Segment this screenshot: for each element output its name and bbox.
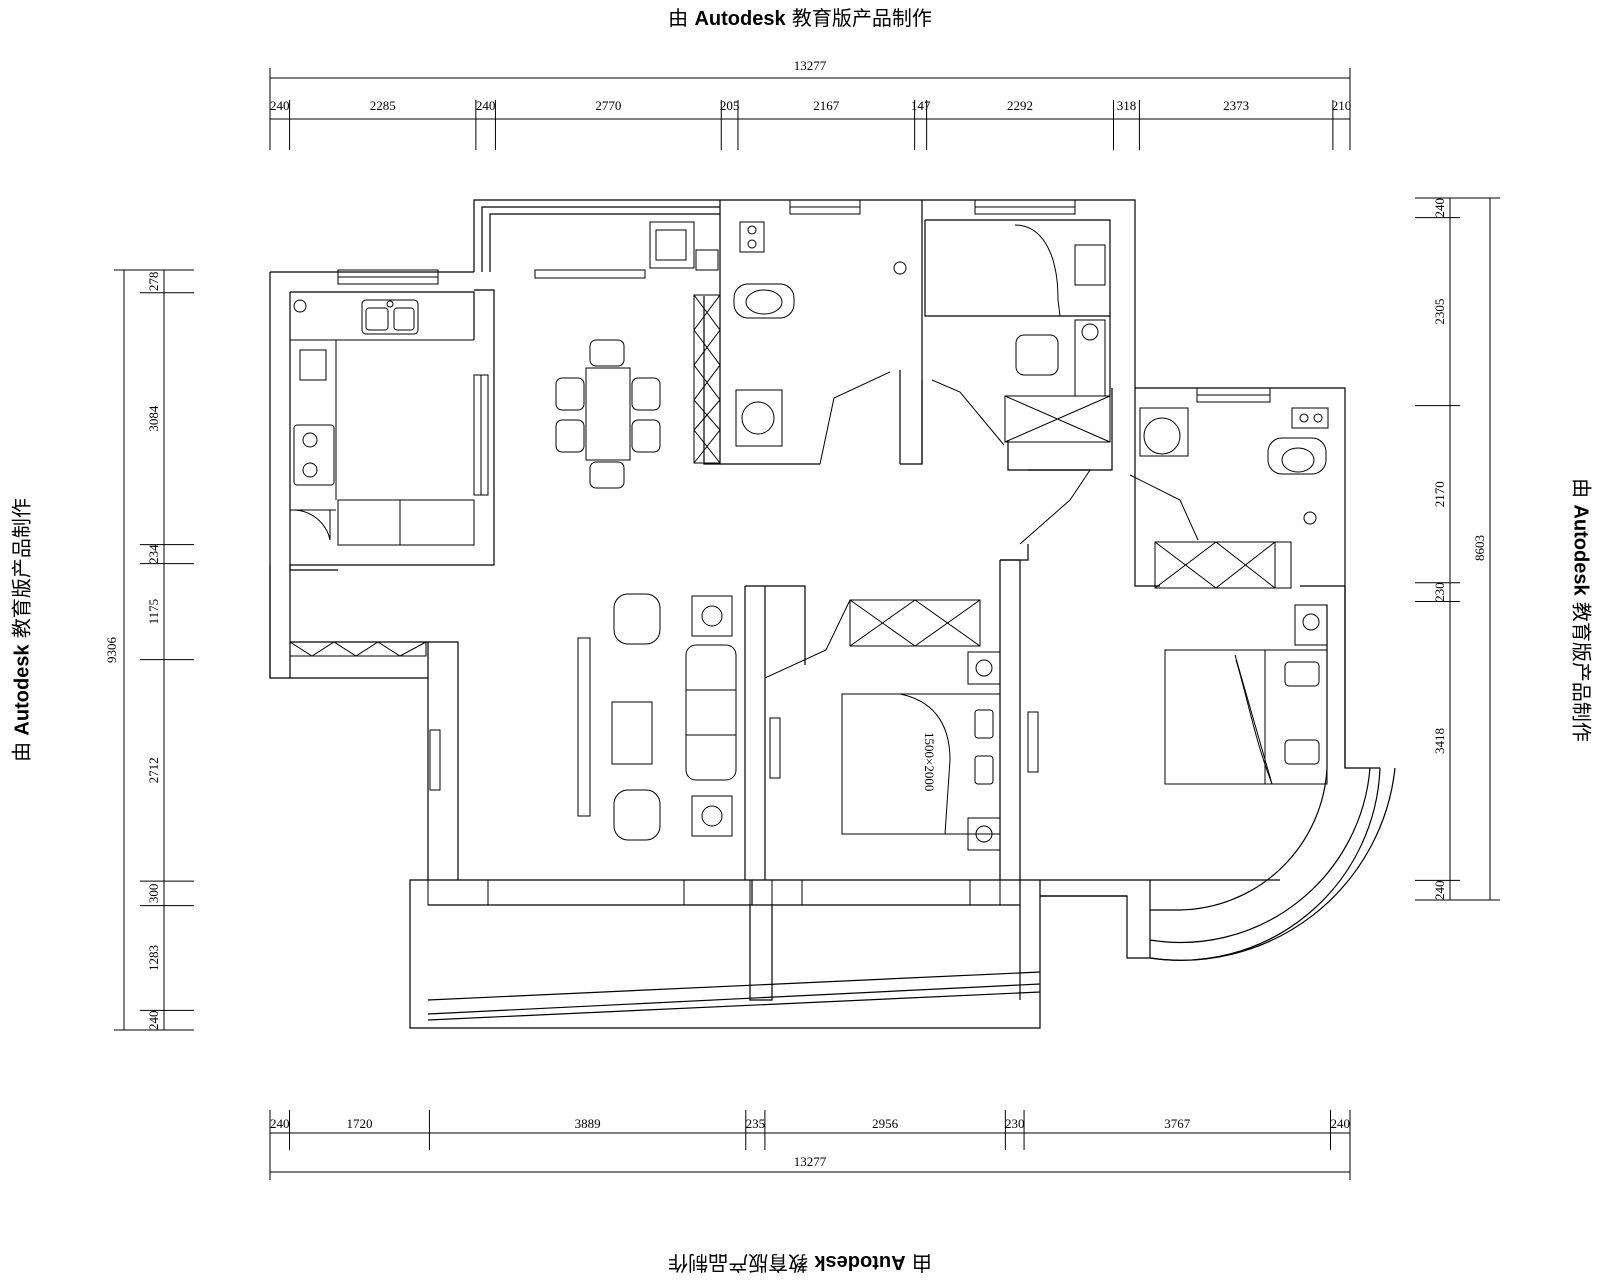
dimension-chain-left: 9306 278 3084 234 1175 2712 300 1283 240 bbox=[104, 270, 194, 1030]
dimension-label: 240 bbox=[1432, 198, 1447, 218]
coffee-table bbox=[612, 702, 652, 764]
bathroom-1-fixtures bbox=[734, 262, 906, 446]
bedroom-1-furniture: 1500×2000 bbox=[842, 600, 1000, 850]
dimension-label: 2170 bbox=[1432, 481, 1447, 507]
washing-machine-icon bbox=[650, 222, 694, 268]
dimension-label: 2373 bbox=[1223, 98, 1249, 113]
dimension-label: 278 bbox=[146, 272, 161, 292]
armchair bbox=[614, 594, 660, 644]
pillow bbox=[1285, 740, 1319, 764]
dining-chair bbox=[556, 378, 584, 410]
double-bed bbox=[1165, 650, 1327, 784]
walls bbox=[270, 200, 1395, 1028]
living-room-furniture bbox=[290, 594, 1038, 840]
dimension-label: 3767 bbox=[1164, 1116, 1191, 1131]
dimension-label: 1175 bbox=[146, 599, 161, 625]
dining-chair bbox=[556, 420, 584, 452]
bedroom-2-furniture bbox=[1165, 605, 1327, 784]
dimension-label: 2305 bbox=[1432, 299, 1447, 325]
dimension-label: 300 bbox=[146, 884, 161, 904]
dimension-label: 235 bbox=[746, 1116, 766, 1131]
radiator bbox=[1028, 712, 1038, 772]
dimension-label: 2285 bbox=[370, 98, 396, 113]
nightstand bbox=[968, 818, 1000, 850]
dimension-label: 2167 bbox=[813, 98, 840, 113]
dimension-label: 3418 bbox=[1432, 728, 1447, 754]
toilet-icon bbox=[734, 284, 794, 318]
dimension-chain-top: 13277 240 2285 240 2770 205 2167 147 2292 318 237… bbox=[270, 58, 1351, 150]
stove-icon bbox=[294, 425, 334, 485]
radiator bbox=[770, 718, 780, 778]
wardrobe bbox=[850, 600, 980, 646]
pillow bbox=[975, 756, 993, 784]
double-bed bbox=[842, 694, 1000, 834]
dimension-label: 240 bbox=[1330, 1116, 1350, 1131]
watermark-top: 由 Autodesk 教育版产品制作 bbox=[668, 6, 932, 30]
wardrobe bbox=[1005, 396, 1110, 442]
dimension-chain-bottom: 13277 240 1720 3889 235 2956 230 3767 240 bbox=[270, 1110, 1350, 1180]
dim-left-total: 9306 bbox=[104, 637, 119, 664]
dimension-label: 1283 bbox=[146, 945, 161, 971]
dimension-label: 240 bbox=[146, 1010, 161, 1030]
dimension-label: 3084 bbox=[146, 405, 161, 432]
desk-chair bbox=[1016, 335, 1058, 375]
dining-chair bbox=[590, 462, 624, 488]
dimension-label: 210 bbox=[1332, 98, 1352, 113]
side-table bbox=[692, 596, 732, 636]
wardrobe bbox=[1155, 542, 1275, 588]
kitchen-sink-icon bbox=[362, 300, 418, 334]
dim-right-total: 8603 bbox=[1472, 535, 1487, 561]
washbasin-icon bbox=[1144, 418, 1180, 454]
pillow bbox=[1285, 662, 1319, 686]
dimension-label: 147 bbox=[911, 98, 931, 113]
armchair bbox=[614, 790, 660, 840]
washbasin-icon bbox=[742, 402, 774, 434]
windows bbox=[338, 200, 1270, 905]
dimension-label: 2956 bbox=[872, 1116, 899, 1131]
dim-top-total: 13277 bbox=[794, 58, 827, 73]
dimension-label: 230 bbox=[1432, 582, 1447, 602]
dimension-label: 230 bbox=[1005, 1116, 1025, 1131]
dimension-label: 2292 bbox=[1007, 98, 1033, 113]
dim-bottom-total: 13277 bbox=[794, 1154, 827, 1169]
storage-cabinet bbox=[694, 295, 720, 463]
dimension-label: 318 bbox=[1117, 98, 1137, 113]
dimension-chain-right: 8603 240 2305 2170 230 3418 240 bbox=[1415, 198, 1500, 900]
dimension-label: 240 bbox=[270, 1116, 290, 1131]
bed-pillow bbox=[1075, 245, 1105, 285]
dining-chair bbox=[632, 420, 660, 452]
dining-table bbox=[586, 368, 630, 460]
dimension-label: 240 bbox=[1432, 880, 1447, 900]
dimension-label: 234 bbox=[146, 544, 161, 564]
appliance-fixtures bbox=[650, 222, 764, 463]
bathroom-2-fixtures bbox=[1140, 408, 1328, 588]
dining-chair bbox=[590, 340, 624, 366]
toilet-icon bbox=[1268, 438, 1326, 474]
tv-cabinet bbox=[578, 638, 590, 816]
floor-drain-icon bbox=[1304, 512, 1316, 524]
nightstand bbox=[1295, 605, 1327, 645]
doors bbox=[292, 372, 1198, 678]
radiator bbox=[430, 730, 440, 790]
kitchen-fixtures bbox=[290, 300, 474, 545]
dimension-label: 1720 bbox=[346, 1116, 372, 1131]
floor-drain-icon bbox=[894, 262, 906, 274]
pillow bbox=[975, 710, 993, 738]
side-table bbox=[692, 796, 732, 836]
dimension-label: 2770 bbox=[595, 98, 621, 113]
dimension-label: 240 bbox=[270, 98, 290, 113]
nightstand bbox=[968, 652, 1000, 684]
dimension-label: 3889 bbox=[575, 1116, 601, 1131]
dimension-label: 240 bbox=[476, 98, 496, 113]
dining-set bbox=[556, 340, 660, 488]
study-fixtures bbox=[1005, 225, 1110, 442]
dimension-label: 205 bbox=[720, 98, 740, 113]
dining-chair bbox=[632, 378, 660, 410]
bed-size-label: 1500×2000 bbox=[922, 732, 937, 791]
dimension-label: 2712 bbox=[146, 757, 161, 783]
sofa bbox=[686, 645, 736, 780]
